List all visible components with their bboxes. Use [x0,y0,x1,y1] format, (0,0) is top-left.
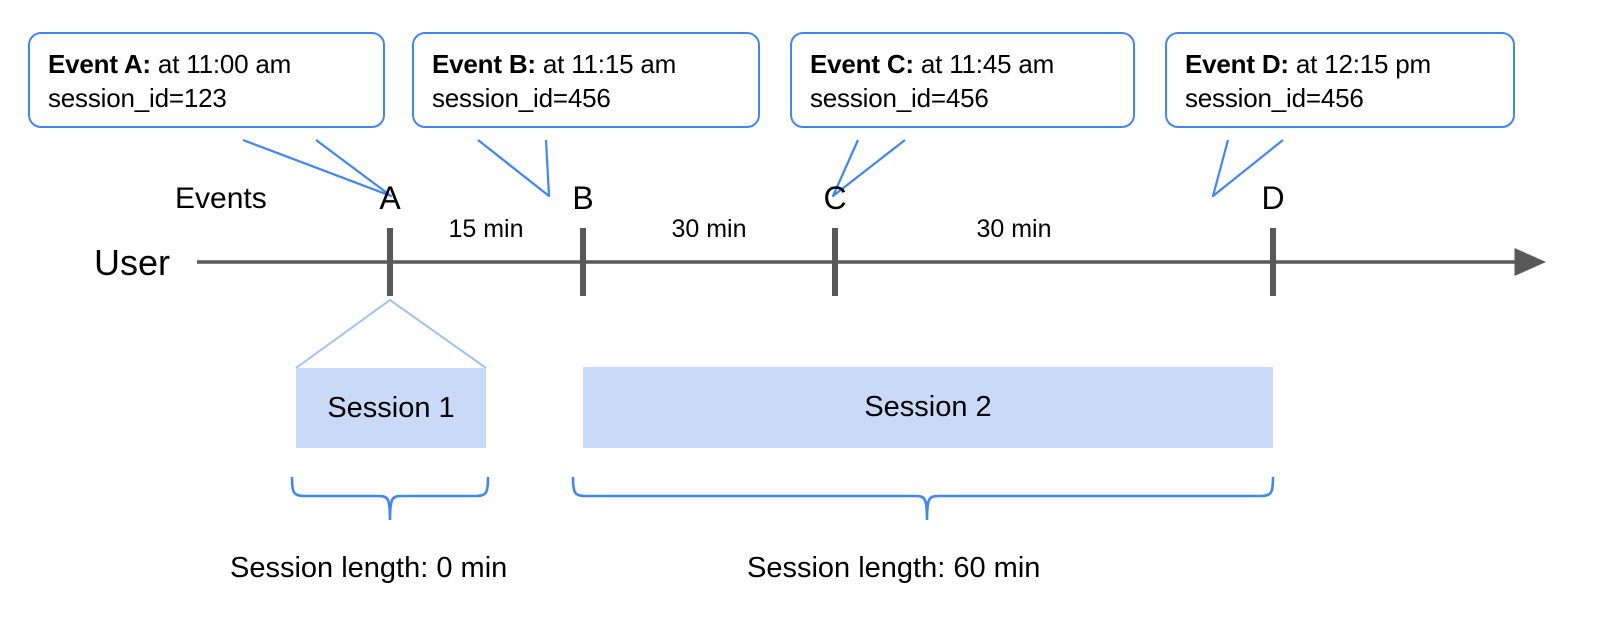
callout-event-b-title: Event B: [432,49,536,79]
callout-event-c-title: Event C: [810,49,914,79]
events-row-label: Events [175,182,267,215]
event-tick-label-d: D [1261,180,1285,216]
event-tick-label-a: A [379,180,401,216]
user-row-label: User [94,242,171,283]
callout-event-a[interactable]: Event A: at 11:00 am session_id=123 [28,32,385,128]
callout-event-a-time: at 11:00 am [150,49,292,79]
callout-event-c-session-id: session_id=456 [810,82,989,113]
session-bar-2-label: Session 2 [864,391,992,423]
callout-event-a-title: Event A: [48,49,151,79]
callout-event-c-time: at 11:45 am [913,49,1055,79]
session-1-brace [290,476,490,521]
gap-label-b-c: 30 min [671,215,747,243]
callout-event-b-session-id: session_id=456 [432,82,611,113]
session-bar-1[interactable]: Session 1 [296,368,486,448]
session-bar-1-label: Session 1 [327,391,455,424]
session-1-connector [295,298,487,369]
session-2-brace [571,476,1275,521]
callout-event-d-title: Event D: [1185,49,1289,79]
callout-event-b-time: at 11:15 am [535,49,677,79]
callout-event-d[interactable]: Event D: at 12:15 pm session_id=456 [1165,32,1515,128]
callout-leader-b [477,139,551,198]
session-bar-2[interactable]: Session 2 [583,367,1273,448]
callout-event-a-session-id: session_id=123 [48,82,227,113]
callout-event-b[interactable]: Event B: at 11:15 am session_id=456 [412,32,760,128]
session-1-length-label: Session length: 0 min [230,552,508,584]
callout-event-c[interactable]: Event C: at 11:45 am session_id=456 [790,32,1135,128]
callout-event-d-time: at 12:15 pm [1288,49,1432,79]
event-tick-label-c: C [823,180,847,216]
event-tick-label-b: B [572,180,594,216]
gap-label-c-d: 30 min [976,215,1052,243]
session-2-length-label: Session length: 60 min [747,552,1041,584]
callout-event-d-session-id: session_id=456 [1185,82,1364,113]
gap-label-a-b: 15 min [448,215,524,243]
